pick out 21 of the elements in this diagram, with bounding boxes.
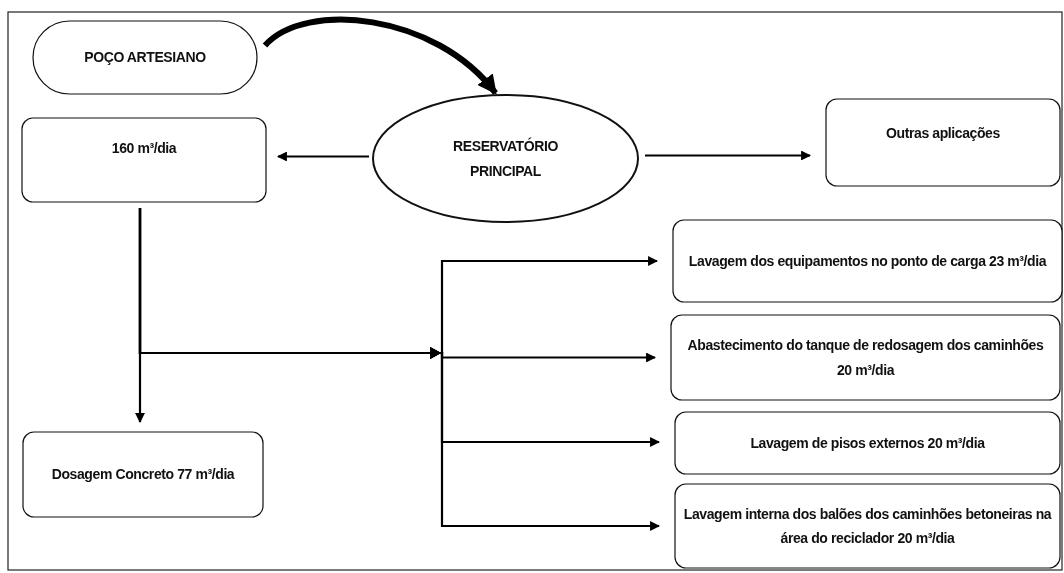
process-box — [672, 219, 1063, 303]
process-box — [670, 314, 1061, 401]
arrow — [263, 16, 498, 95]
node-label: Lavagem dos equipamentos no ponto de carga 23 m³/dia — [687, 251, 1048, 271]
node-label: POÇO ARTESIANO — [83, 48, 207, 68]
node-label: RESERVATÓRIO PRINCIPAL — [452, 136, 559, 181]
arrow — [277, 151, 369, 162]
process-box — [21, 117, 267, 203]
arrow — [138, 208, 660, 531]
process-box — [825, 98, 1061, 187]
node-label: Abastecimento do tanque de redosagem dos caminhões 20 m³/dia — [686, 336, 1045, 380]
storage-ellipse — [372, 94, 639, 223]
node-label: 160 m³/dia — [110, 139, 178, 158]
node-label: Lavagem interna dos balões dos caminhões betoneiras na área do reciclador 20 m³/dia — [682, 504, 1053, 548]
node-label: Outras aplicações — [885, 124, 1001, 143]
node-label: Lavagem de pisos externos 20 m³/dia — [749, 433, 986, 453]
node-label: Dosagem Concreto 77 m³/dia — [50, 465, 236, 485]
process-box — [674, 483, 1061, 569]
arrow — [645, 150, 811, 161]
process-box — [674, 411, 1061, 475]
process-box — [22, 431, 264, 518]
